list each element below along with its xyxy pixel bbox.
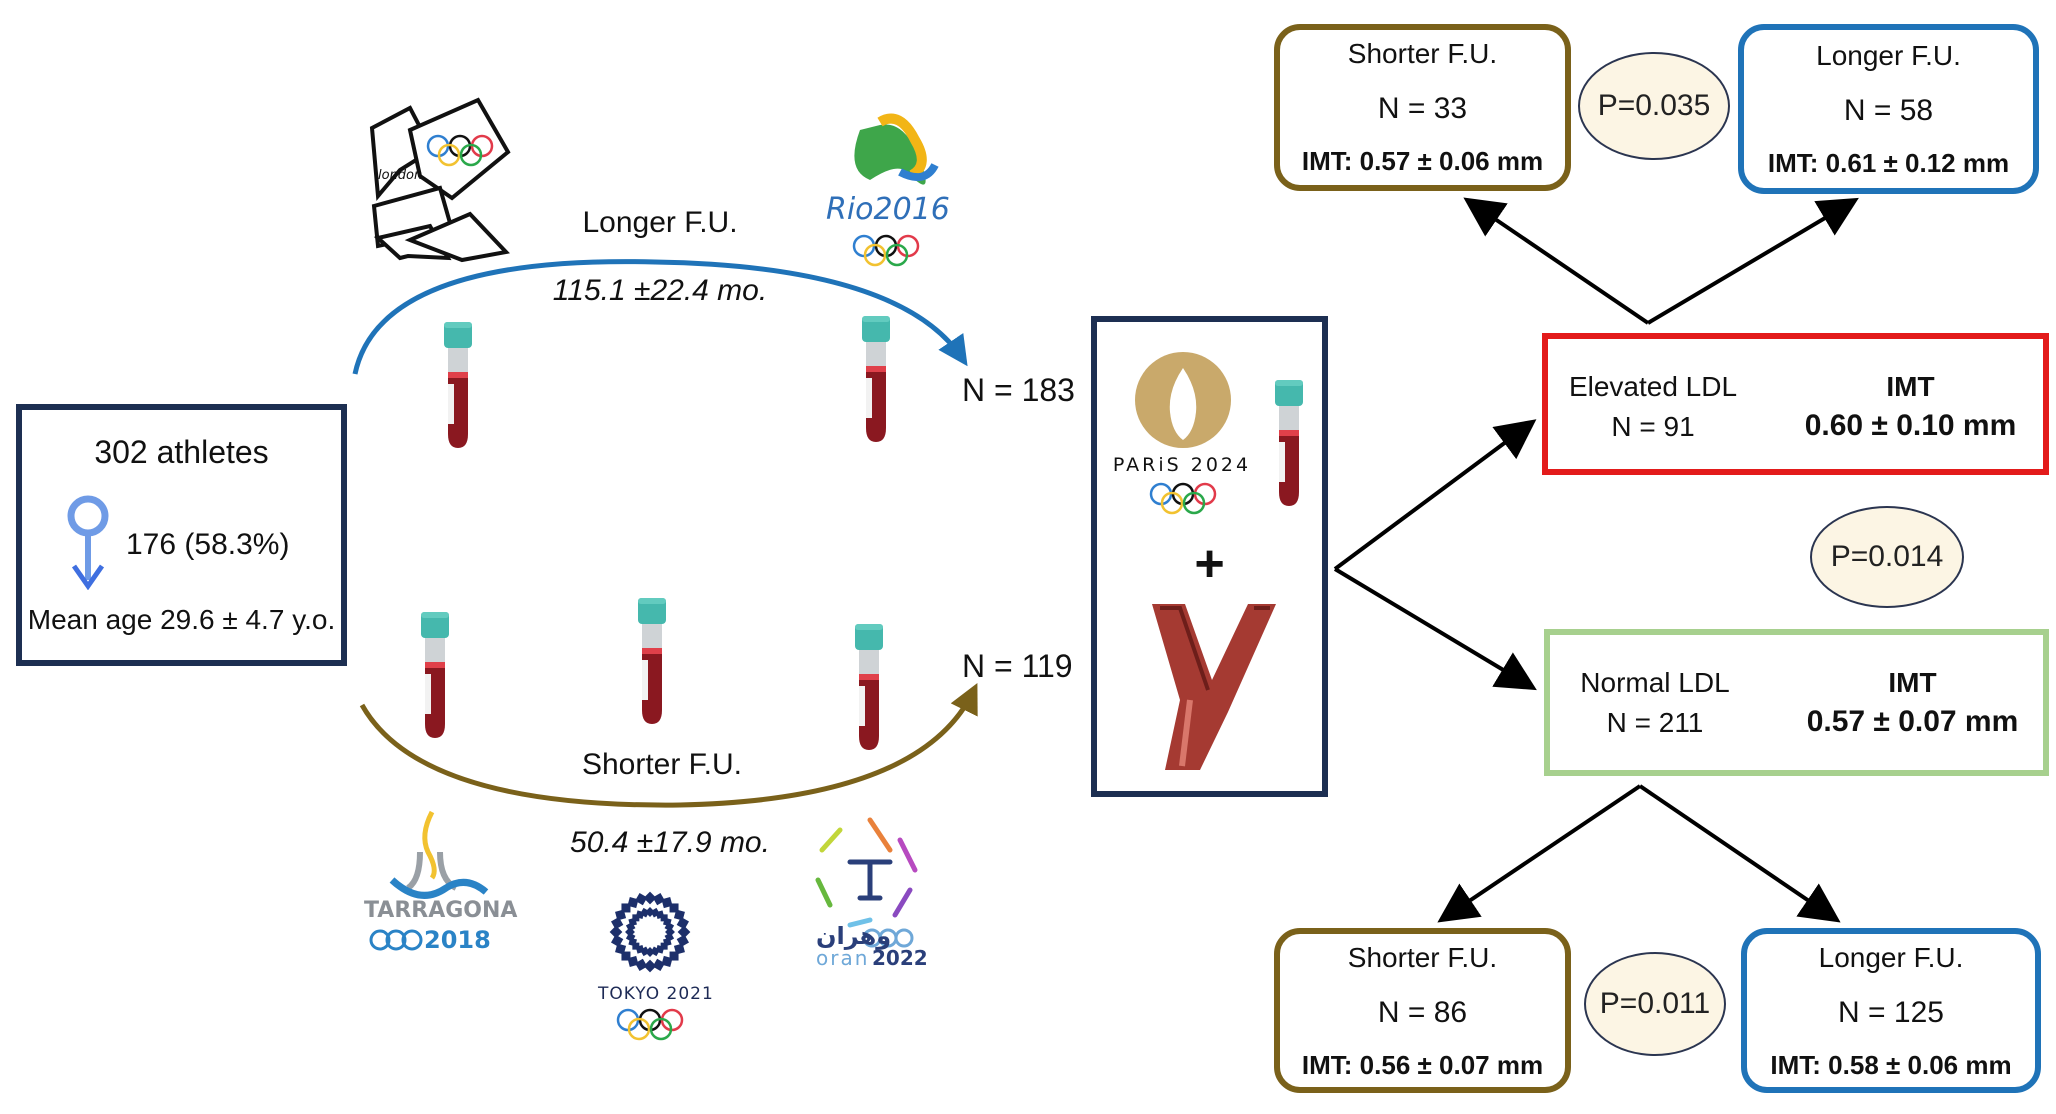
olympic-rings-icon — [862, 928, 914, 948]
blood-tube-icon — [855, 624, 883, 750]
p-value-normal-fu: P=0.011 — [1584, 952, 1726, 1056]
normal-ldl-shorter-fu-box: Shorter F.U. N = 86 IMT: 0.56 ± 0.07 mm — [1274, 928, 1571, 1093]
female-count: 176 (58.3%) — [126, 528, 290, 561]
london-logo-text: london — [378, 168, 423, 183]
tarragona-logo-text: TARRAGONA — [364, 898, 518, 923]
ldl-label: Elevated LDL — [1568, 371, 1738, 402]
p-value-ldl-comparison: P=0.014 — [1810, 506, 1964, 608]
cohort-box: 302 athletes 176 (58.3%) Mean age 29.6 ±… — [16, 404, 347, 666]
cohort-title: 302 athletes — [94, 434, 269, 470]
tokyo-logo-check — [660, 914, 668, 922]
tarragona-2018-logo — [389, 810, 489, 899]
arrow-to-elevated-longer — [1646, 197, 1859, 325]
box-label: Longer F.U. — [1818, 942, 1964, 973]
tokyo-logo-check — [652, 958, 665, 971]
oran-year-text: 2022 — [872, 946, 928, 970]
ldl-label: Normal LDL — [1580, 667, 1730, 698]
box-label: Shorter F.U. — [1347, 942, 1498, 973]
london-2012-logo — [369, 97, 511, 263]
olympic-rings-icon — [852, 234, 920, 267]
tokyo-logo-check — [664, 922, 675, 932]
oran-2022-logo — [815, 817, 918, 928]
rio-2016-logo — [854, 113, 939, 185]
box-n: N = 86 — [1377, 996, 1468, 1029]
paris-2024-assessment-box: PARiS 2024 + — [1091, 316, 1328, 797]
tokyo-logo-check — [635, 893, 648, 906]
box-imt: IMT: 0.58 ± 0.06 mm — [1770, 1050, 2012, 1080]
olympic-rings-icon — [369, 929, 423, 951]
ldl-n: N = 211 — [1606, 707, 1704, 738]
rio-logo-text: Rio2016 — [826, 192, 950, 227]
paris-2024-logo — [1135, 352, 1231, 448]
tokyo-logo-check — [632, 942, 640, 950]
blood-tube-icon — [862, 316, 890, 442]
tokyo-logo-check — [676, 934, 689, 947]
longer-fu-duration: 115.1 ±22.4 mo. — [552, 274, 768, 307]
carotid-artery-icon — [1152, 604, 1276, 770]
paris-logo-text: PARiS 2024 — [1112, 454, 1252, 476]
olympic-rings-icon — [616, 1008, 684, 1041]
elevated-ldl-longer-fu-box: Longer F.U. N = 58 IMT: 0.61 ± 0.12 mm — [1738, 24, 2039, 194]
elevated-ldl-shorter-fu-box: Shorter F.U. N = 33 IMT: 0.57 ± 0.06 mm — [1274, 24, 1571, 191]
box-imt: IMT: 0.56 ± 0.07 mm — [1301, 1050, 1544, 1080]
tokyo-logo-check — [669, 903, 679, 913]
tokyo-logo-check — [611, 934, 624, 947]
elevated-ldl-box: Elevated LDL N = 91 IMT 0.60 ± 0.10 mm — [1542, 333, 2049, 475]
longer-fu-arc — [352, 259, 968, 375]
oran-latin-text: oran — [816, 946, 870, 970]
tokyo-logo-check — [635, 958, 648, 971]
box-n: N = 58 — [1843, 94, 1934, 127]
arrow-to-normal-longer — [1638, 784, 1841, 923]
blood-tube-icon — [444, 322, 472, 448]
imt-label: IMT — [1888, 667, 1937, 698]
imt-label: IMT — [1886, 371, 1935, 402]
arrow-to-elevated-shorter — [1463, 197, 1650, 325]
box-imt: IMT: 0.61 ± 0.12 mm — [1767, 148, 2010, 178]
p-value-elevated-fu: P=0.035 — [1578, 52, 1730, 160]
oran-arabic-text: وهران — [816, 922, 892, 950]
tarragona-logo-year: 2018 — [424, 926, 491, 954]
shorter-fu-n: N = 119 — [962, 648, 1073, 684]
shorter-fu-duration: 50.4 ±17.9 mo. — [570, 826, 770, 859]
mean-age: Mean age 29.6 ± 4.7 y.o. — [27, 604, 336, 635]
normal-ldl-box: Normal LDL N = 211 IMT 0.57 ± 0.07 mm — [1544, 629, 2049, 776]
plus-sign: + — [1194, 535, 1225, 593]
imt-value: 0.60 ± 0.10 mm — [1804, 409, 2017, 442]
box-imt: IMT: 0.57 ± 0.06 mm — [1301, 146, 1544, 176]
box-label: Shorter F.U. — [1347, 38, 1498, 69]
arrow-to-elevated-ldl — [1333, 419, 1537, 571]
box-n: N = 33 — [1377, 92, 1468, 125]
longer-fu-n: N = 183 — [962, 372, 1075, 408]
tokyo-logo-check — [676, 917, 689, 930]
female-symbol-icon — [67, 495, 109, 590]
tokyo-logo-check — [652, 893, 665, 906]
blood-tube-icon — [638, 598, 666, 724]
longer-fu-label: Longer F.U. — [582, 206, 738, 239]
normal-ldl-longer-fu-box: Longer F.U. N = 125 IMT: 0.58 ± 0.06 mm — [1741, 928, 2041, 1093]
blood-tube-icon — [421, 612, 449, 738]
arrow-to-normal-shorter — [1437, 784, 1642, 923]
shorter-fu-arc — [359, 683, 978, 808]
shorter-fu-label: Shorter F.U. — [581, 748, 743, 781]
box-label: Longer F.U. — [1816, 40, 1961, 71]
tokyo-logo-check — [611, 917, 624, 930]
ldl-n: N = 91 — [1611, 411, 1695, 442]
tokyo-logo-check — [621, 951, 631, 961]
tokyo-2021-logo — [609, 891, 691, 973]
box-n: N = 125 — [1838, 996, 1944, 1029]
tokyo-logo-text: TOKYO 2021 — [598, 984, 714, 1004]
imt-value: 0.57 ± 0.07 mm — [1806, 705, 2019, 738]
arrow-to-normal-ldl — [1333, 567, 1537, 691]
